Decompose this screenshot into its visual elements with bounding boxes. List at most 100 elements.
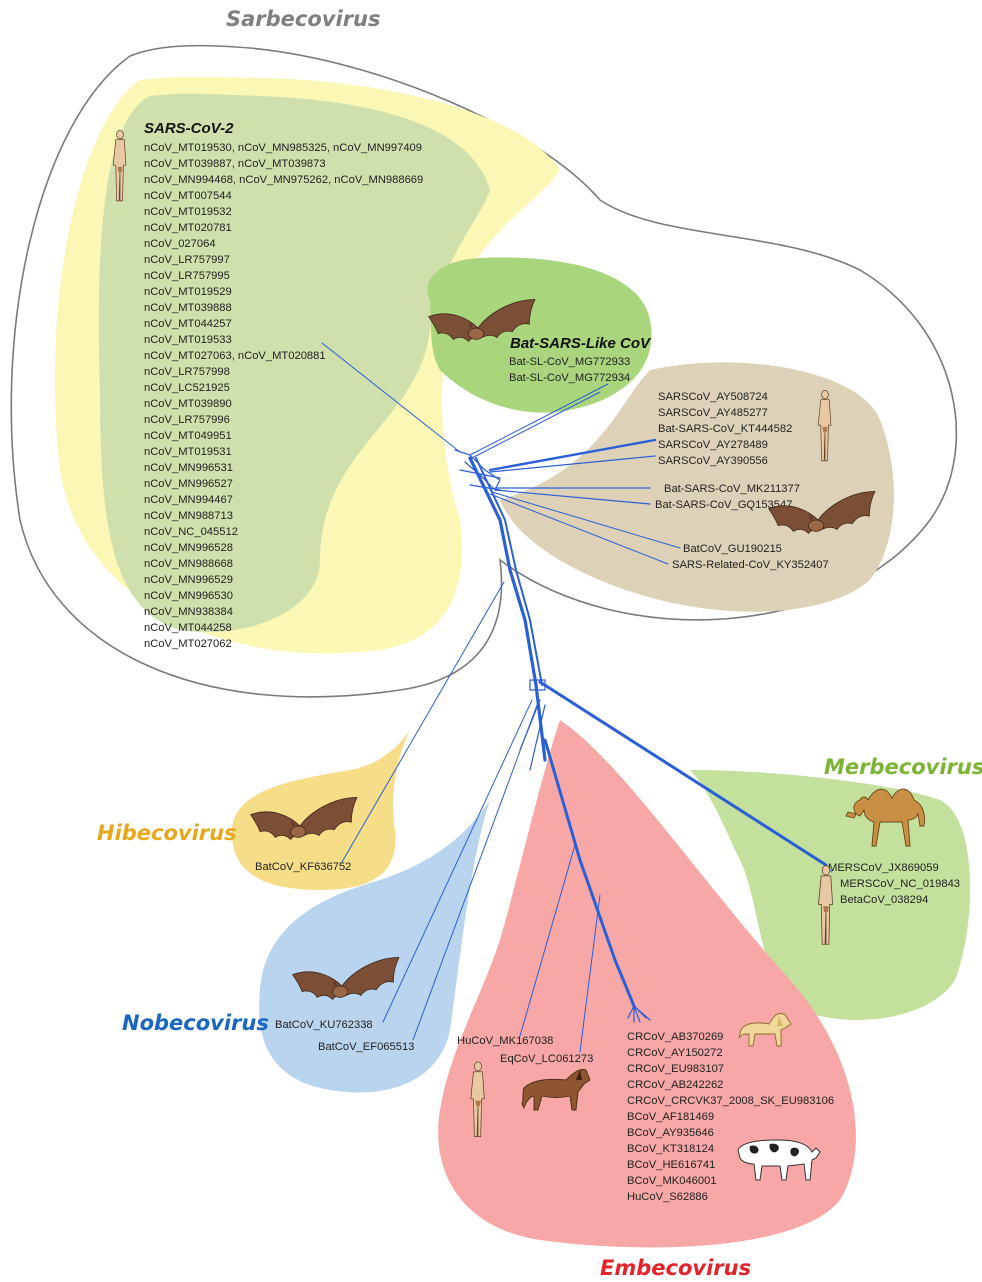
branch-eqcov	[579, 894, 601, 1053]
leaf-label: nCoV_MT019531	[144, 446, 232, 458]
hibecovirus-label: Hibecovirus	[97, 821, 237, 845]
trunk-branch	[468, 456, 547, 762]
branch-embeco-main	[543, 738, 636, 1008]
leaf-label: BCoV_HE616741	[627, 1159, 715, 1171]
branch-batsl-2	[471, 391, 601, 459]
leaf-label: HuCoV_MK167038	[457, 1035, 553, 1047]
leaf-label: Bat-SARS-CoV_KT444582	[658, 423, 792, 435]
leaf-label: BCoV_AY935646	[627, 1127, 714, 1139]
leaf-label: HuCoV_S62886	[627, 1191, 708, 1203]
leaf-label: BetaCoV_038294	[840, 894, 928, 906]
branch-gu190215	[491, 491, 681, 549]
leaf-label: SARSCoV_AY485277	[658, 407, 768, 419]
leaf-label: BCoV_KT318124	[627, 1143, 714, 1155]
leaf-label: nCoV_MT049951	[144, 430, 232, 442]
leaf-label: nCoV_MT019532	[144, 206, 232, 218]
leaf-label: SARSCoV_AY278489	[658, 439, 768, 451]
leaf-label: SARSCoV_AY390556	[658, 455, 768, 467]
leaf-label: Bat-SARS-CoV_GQ153547	[655, 499, 792, 511]
leaf-label: nCoV_MN938384	[144, 606, 233, 618]
cow-icon	[737, 1139, 821, 1181]
leaf-label: nCoV_NC_045512	[144, 526, 238, 538]
embecovirus-leaf-list: CRCoV_AB370269 CRCoV_AY150272 CRCoV_EU98…	[627, 1031, 834, 1203]
merbecovirus-label: Merbecovirus	[824, 755, 982, 779]
sarscov2-region	[98, 93, 490, 632]
leaf-label: nCoV_MT039888	[144, 302, 232, 314]
sars-cov-leaf-list: SARSCoV_AY508724 SARSCoV_AY485277 Bat-SA…	[655, 391, 829, 571]
leaf-label: CRCoV_EU983107	[627, 1063, 724, 1075]
branch-nobeco-2	[412, 704, 538, 1041]
branch-nobeco-1	[382, 699, 533, 1023]
network-branches	[321, 342, 833, 1053]
leaf-label: nCoV_MT019529	[144, 286, 232, 298]
leaf-label: nCoV_MT007544	[144, 190, 232, 202]
leaf-label: BCoV_AF181469	[627, 1111, 714, 1123]
branch-embeco-fan	[627, 1005, 651, 1023]
leaf-label: nCoV_MN996529	[144, 574, 233, 586]
leaf-label: nCoV_MN996531	[144, 462, 233, 474]
leaf-label: nCoV_MT044258	[144, 622, 232, 634]
dog-icon	[738, 1013, 792, 1047]
leaf-label: MERSCoV_NC_019843	[840, 878, 960, 890]
leaf-label: BatCoV_EF065513	[318, 1041, 414, 1053]
branch-sarscov2	[321, 342, 461, 453]
embecovirus-label: Embecovirus	[600, 1256, 751, 1280]
leaf-label: CRCoV_AY150272	[627, 1047, 723, 1059]
branch-batsl-1	[469, 383, 609, 456]
leaf-label: nCoV_LR757995	[144, 270, 230, 282]
leaf-label: BatCoV_KU762338	[275, 1019, 373, 1031]
leaf-label: nCoV_MT027062	[144, 638, 232, 650]
leaf-label: EqCoV_LC061273	[500, 1053, 593, 1065]
leaf-label: BatCoV_GU190215	[683, 543, 782, 555]
leaf-label: nCoV_MT020781	[144, 222, 232, 234]
leaf-label: Bat-SL-CoV_MG772933	[509, 356, 630, 368]
branch-ky352407	[489, 493, 669, 565]
nobecovirus-label: Nobecovirus	[122, 1011, 269, 1035]
leaf-label: nCoV_027064	[144, 238, 216, 250]
branch-hucov-mk	[519, 844, 576, 1037]
leaf-label: SARSCoV_AY508724	[658, 391, 768, 403]
leaf-label: MERSCoV_JX869059	[828, 862, 939, 874]
leaf-label: SARS-Related-CoV_KY352407	[672, 559, 829, 571]
leaf-label: nCoV_MN994468, nCoV_MN975262, nCoV_MN988…	[144, 174, 423, 186]
leaf-label: BCoV_MK046001	[627, 1175, 717, 1187]
branch-hibeco	[341, 581, 505, 863]
leaf-label: nCoV_MT027063, nCoV_MT020881	[144, 350, 326, 362]
leaf-label: nCoV_MT039887, nCoV_MT039873	[144, 158, 326, 170]
sarbecovirus-label: Sarbecovirus	[226, 7, 381, 31]
leaf-label: nCoV_LR757998	[144, 366, 230, 378]
camel-icon	[845, 788, 925, 847]
leaf-label: nCoV_MN996528	[144, 542, 233, 554]
bat-sars-like-region	[427, 257, 652, 413]
leaf-label: Bat-SL-CoV_MG772934	[509, 372, 630, 384]
horse-icon	[521, 1069, 591, 1111]
leaf-label: CRCoV_AB242262	[627, 1079, 723, 1091]
sarscov2-title: SARS-CoV-2	[144, 120, 234, 137]
leaf-label: nCoV_LR757996	[144, 414, 230, 426]
leaf-label: nCoV_MN996530	[144, 590, 233, 602]
leaf-label: BatCoV_KF636752	[255, 861, 351, 873]
branch-sarscov-gq	[494, 489, 651, 505]
trunk-branch-parallel	[475, 457, 543, 686]
leaf-label: nCoV_MN988713	[144, 510, 233, 522]
sars-cov-region	[500, 362, 894, 612]
leaf-label: CRCoV_AB370269	[627, 1031, 723, 1043]
leaf-label: nCoV_MT019530, nCoV_MN985325, nCoV_MN997…	[144, 142, 422, 154]
sarscov2-leaf-list: nCoV_MT019530, nCoV_MN985325, nCoV_MN997…	[144, 142, 423, 650]
leaf-label: nCoV_MT039890	[144, 398, 232, 410]
bat-sars-like-title: Bat-SARS-Like CoV	[510, 335, 652, 352]
nobecovirus-region	[259, 800, 490, 1093]
branch-sarscov-main	[488, 438, 657, 472]
branch-merbeco	[538, 680, 828, 867]
leaf-label: nCoV_LR757997	[144, 254, 230, 266]
branch-sarscov-a	[489, 455, 656, 473]
leaf-label: nCoV_MT019533	[144, 334, 232, 346]
leaf-label: nCoV_MN996527	[144, 478, 233, 490]
leaf-label: nCoV_MN988668	[144, 558, 233, 570]
leaf-label: nCoV_LC521925	[144, 382, 230, 394]
leaf-label: CRCoV_CRCVK37_2008_SK_EU983106	[627, 1095, 834, 1107]
leaf-label: Bat-SARS-CoV_MK211377	[664, 483, 800, 495]
embecovirus-region	[438, 720, 856, 1248]
leaf-label: nCoV_MT044257	[144, 318, 232, 330]
